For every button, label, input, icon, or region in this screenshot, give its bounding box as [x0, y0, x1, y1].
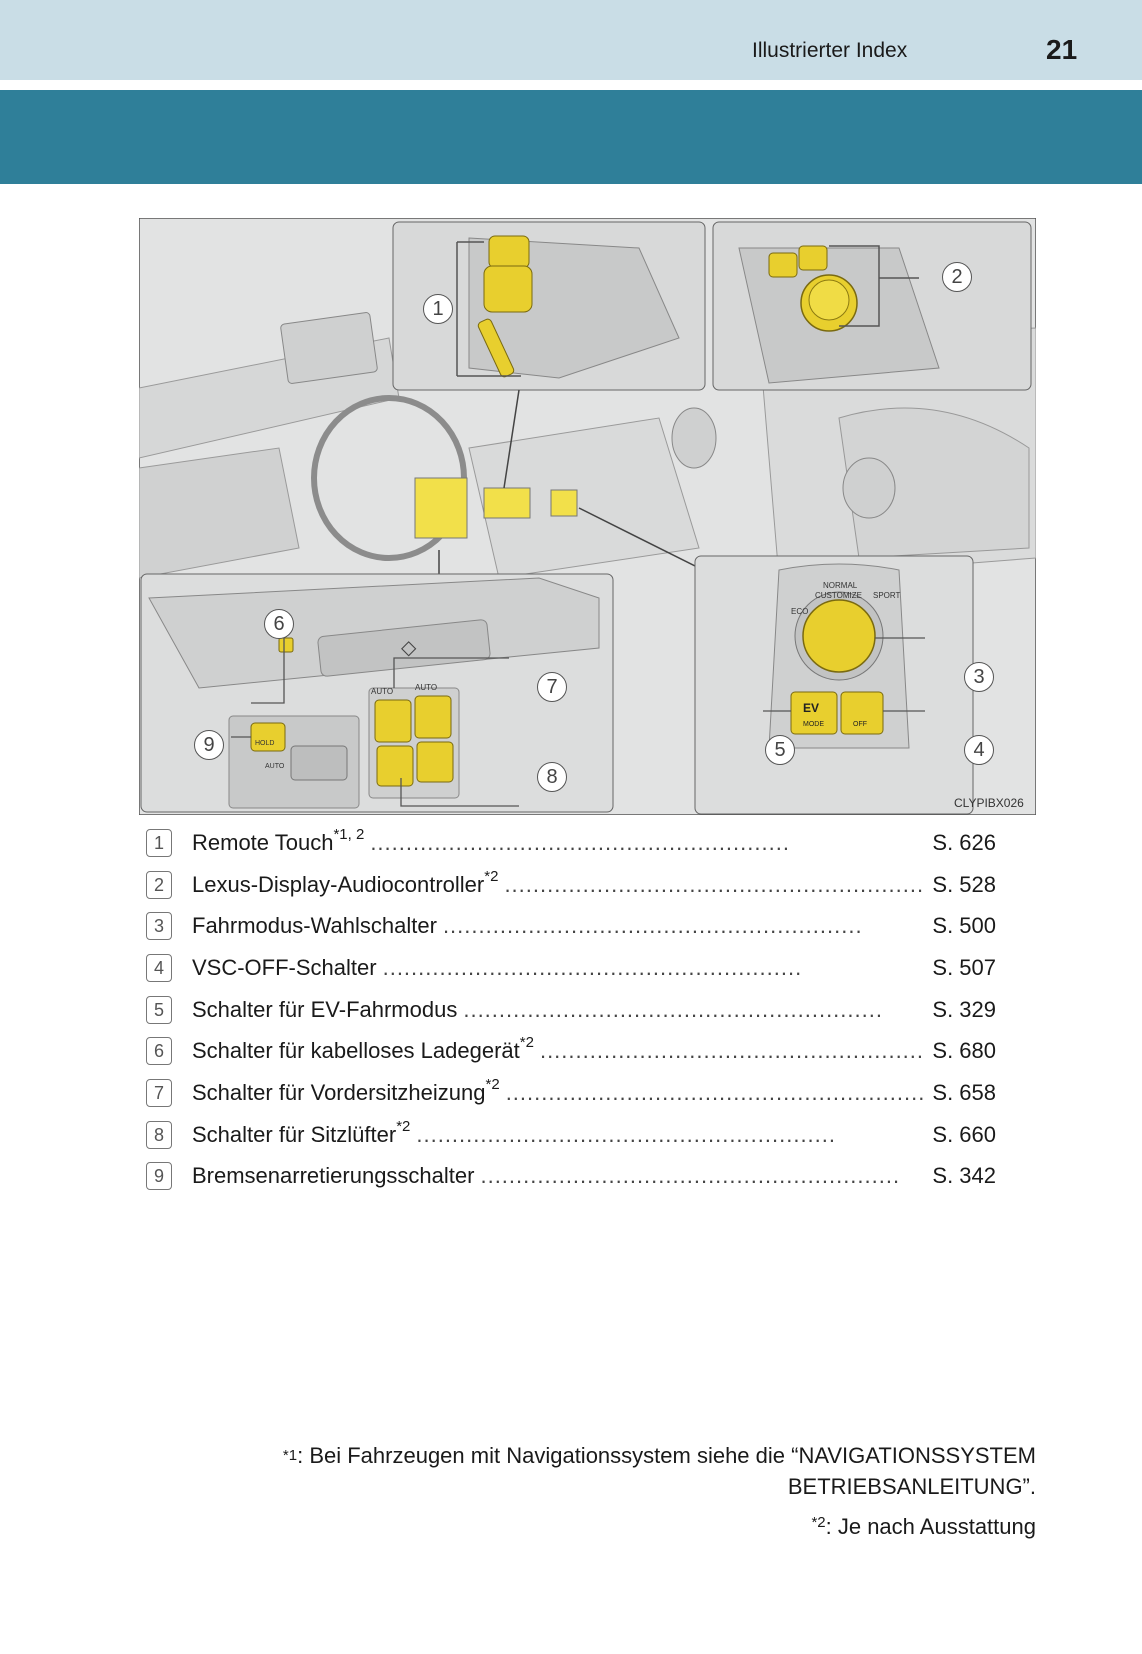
leader-dots: ........................................…	[505, 1079, 926, 1105]
list-item: 4 VSC-OFF-Schalter .....................…	[146, 947, 996, 989]
page-reference[interactable]: S. 626	[932, 829, 996, 855]
item-number: 2	[146, 870, 172, 899]
page-reference[interactable]: S. 660	[932, 1121, 996, 1147]
footnote-2: *2: Je nach Ausstattung	[811, 1514, 1036, 1540]
callout-5: 5	[765, 735, 795, 765]
ev-label: EV	[803, 701, 819, 715]
seat-auto-label-left: AUTO	[371, 687, 393, 696]
item-number: 3	[146, 912, 172, 941]
list-item: 1 Remote Touch*1, 2 ....................…	[146, 822, 996, 864]
leader-dots: ........................................…	[480, 1163, 901, 1189]
footnote-1-line1: : Bei Fahrzeugen mit Navigationssystem s…	[297, 1443, 1036, 1468]
footnote-2-text: : Je nach Ausstattung	[825, 1514, 1036, 1539]
item-label: VSC-OFF-Schalter	[192, 954, 377, 980]
item-label: Schalter für kabelloses Ladegerät	[192, 1038, 520, 1064]
hold-label: HOLD	[255, 740, 274, 747]
mode-normal-label: NORMAL	[823, 581, 858, 590]
footnote-1: *1: Bei Fahrzeugen mit Navigationssystem…	[136, 1440, 1036, 1502]
item-label: Schalter für EV-Fahrmodus	[192, 996, 458, 1022]
item-label: Remote Touch	[192, 829, 334, 855]
list-item: 9 Bremsenarretierungsschalter ..........…	[146, 1156, 996, 1198]
parking-auto-label: AUTO	[265, 763, 285, 770]
item-number: 4	[146, 953, 172, 982]
leader-dots: ........................................…	[463, 996, 883, 1022]
callout-2: 2	[942, 262, 972, 292]
mode-sport-label: SPORT	[873, 591, 901, 600]
mode-eco-label: ECO	[791, 607, 808, 616]
callout-4: 4	[964, 735, 994, 765]
page-number: 21	[1046, 34, 1078, 65]
item-number: 8	[146, 1120, 172, 1149]
item-footnote-ref: *2	[519, 1034, 534, 1052]
svg-text:◇: ◇	[401, 637, 417, 659]
index-list: 1 Remote Touch*1, 2 ....................…	[146, 822, 996, 1197]
chapter-band	[0, 90, 1142, 184]
header-divider	[0, 80, 1142, 90]
callout-7: 7	[537, 672, 567, 702]
list-item: 6 Schalter für kabelloses Ladegerät*2 ..…	[146, 1030, 996, 1072]
item-label: Schalter für Sitzlüfter	[192, 1121, 397, 1147]
item-label: Schalter für Vordersitzheizung	[192, 1079, 486, 1105]
page-reference[interactable]: S. 658	[932, 1079, 996, 1105]
ev-mode-label: MODE	[803, 721, 824, 728]
item-footnote-ref: *2	[484, 867, 499, 885]
item-label: Lexus-Display-Audiocontroller	[192, 871, 485, 897]
leader-dots: ........................................…	[370, 829, 790, 855]
header-band	[0, 0, 1142, 80]
page-reference[interactable]: S. 528	[932, 871, 996, 897]
item-number: 7	[146, 1078, 172, 1107]
leader-dots: ........................................…	[504, 871, 925, 897]
list-item: 5 Schalter für EV-Fahrmodus ............…	[146, 989, 996, 1031]
callout-1: 1	[423, 294, 453, 324]
list-item: 8 Schalter für Sitzlüfter*2 ............…	[146, 1114, 996, 1156]
callout-6: 6	[264, 609, 294, 639]
list-item: 7 Schalter für Vordersitzheizung*2 .....…	[146, 1072, 996, 1114]
list-item: 2 Lexus-Display-Audiocontroller*2 ......…	[146, 864, 996, 906]
footnote-1-line2: BETRIEBSANLEITUNG”.	[787, 1474, 1036, 1499]
callout-3: 3	[964, 662, 994, 692]
page-reference[interactable]: S. 329	[932, 996, 996, 1022]
item-label: Fahrmodus-Wahlschalter	[192, 913, 437, 939]
item-label: Bremsenarretierungsschalter	[192, 1163, 475, 1189]
leader-dots: ........................................…	[416, 1121, 837, 1147]
seat-auto-label-right: AUTO	[415, 683, 437, 692]
footnote-2-mark: *2	[811, 1514, 826, 1531]
item-number: 5	[146, 995, 172, 1024]
callout-8: 8	[537, 762, 567, 792]
item-number: 6	[146, 1037, 172, 1066]
item-footnote-ref: *1, 2	[333, 825, 365, 843]
page-reference[interactable]: S. 500	[932, 913, 996, 939]
page-reference[interactable]: S. 680	[932, 1038, 996, 1064]
figure-code: CLYPIBX026	[954, 796, 1024, 810]
mode-customize-label: CUSTOMIZE	[815, 591, 862, 600]
cockpit-illustration: ◇ AUTO AUTO HOLD AUTO NORMAL CUSTOMIZE E…	[139, 218, 1036, 815]
leader-dots: ........................................…	[382, 954, 803, 980]
leader-dots: ........................................…	[539, 1038, 927, 1064]
page-reference[interactable]: S. 507	[932, 954, 996, 980]
item-number: 1	[146, 828, 172, 857]
footnote-1-mark: *1	[282, 1447, 298, 1464]
callout-9: 9	[194, 730, 224, 760]
item-footnote-ref: *2	[396, 1117, 411, 1135]
vsc-off-label: OFF	[853, 721, 867, 728]
section-title: Illustrierter Index	[752, 39, 908, 62]
list-item: 3 Fahrmodus-Wahlschalter ...............…	[146, 905, 996, 947]
leader-dots: ........................................…	[442, 913, 863, 939]
item-number: 9	[146, 1162, 172, 1191]
page-reference[interactable]: S. 342	[932, 1163, 996, 1189]
item-footnote-ref: *2	[485, 1075, 500, 1093]
